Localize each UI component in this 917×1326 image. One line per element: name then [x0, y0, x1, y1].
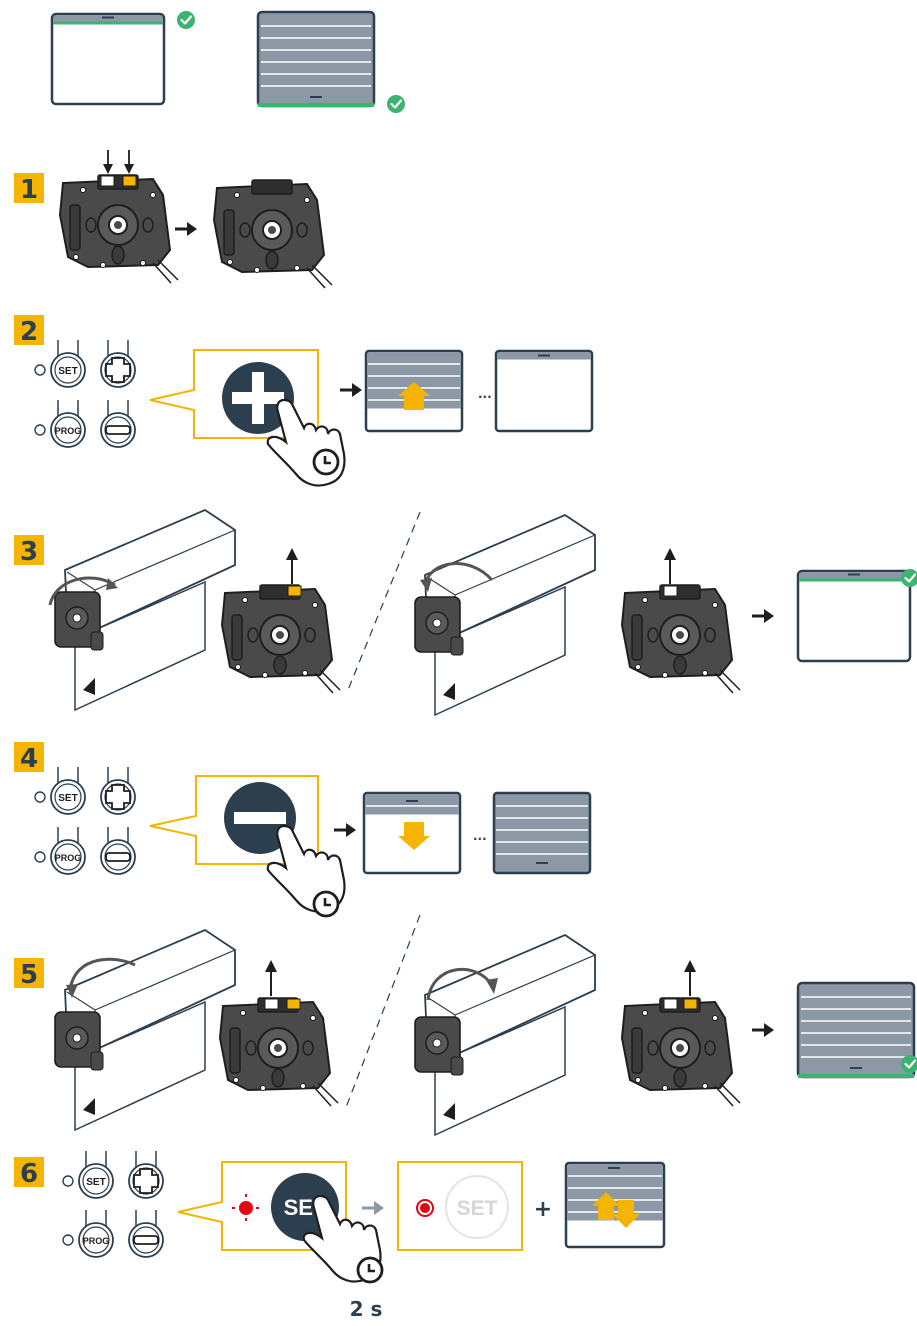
clock-icon [356, 1256, 384, 1284]
check-icon [175, 9, 197, 31]
arrow-right-icon [173, 220, 199, 238]
button-panel: SET PROG [34, 766, 136, 875]
step-number: 1 [20, 175, 38, 205]
step-number: 3 [20, 537, 38, 567]
shutter-jog [564, 1161, 666, 1249]
motor-head [621, 959, 741, 1107]
arrow-right-icon [750, 1021, 776, 1039]
roller-box [414, 934, 596, 1136]
roller-box [414, 514, 596, 716]
step-badge-2: 2 [14, 315, 44, 347]
step-number: 4 [20, 744, 38, 774]
set-label: SET [86, 1177, 105, 1188]
arrow-right-icon [332, 821, 358, 839]
step-number: 5 [20, 960, 38, 990]
ellipsis: ... [478, 387, 492, 401]
open-shutter-frame [796, 569, 912, 663]
step-number: 6 [20, 1159, 38, 1189]
duration-label: 2 s [350, 1297, 383, 1321]
callout-box [149, 775, 346, 918]
set-label: SET [58, 793, 77, 804]
set-label: SET [58, 366, 77, 377]
arrow-down-icon [612, 1200, 640, 1228]
open-shutter-frame [50, 12, 166, 106]
plus-sign: + [534, 1197, 552, 1222]
arrow-right-icon [362, 1201, 384, 1215]
arrow-right-icon [338, 381, 364, 399]
led-blinking-icon [232, 1194, 260, 1222]
shutter-opening [364, 349, 464, 433]
step-number: 2 [20, 317, 38, 347]
callout-box [149, 349, 346, 487]
step-badge-5: 5 [14, 958, 44, 990]
prog-label: PROG [55, 853, 82, 863]
arrow-right-icon [750, 607, 776, 625]
arrow-down-icon [398, 822, 430, 850]
motor-head [219, 959, 339, 1107]
button-panel: SET PROG [62, 1150, 164, 1258]
ellipsis: ... [473, 829, 487, 843]
closed-shutter-frame [256, 10, 376, 108]
minus-icon [234, 812, 286, 824]
confirm-box: SET [397, 1161, 523, 1251]
check-icon [385, 93, 407, 115]
motor-head [213, 179, 333, 289]
motor-head [621, 547, 741, 694]
prog-label: PROG [83, 1236, 110, 1246]
closed-shutter-frame [796, 981, 916, 1079]
clock-icon [312, 448, 340, 476]
plus-icon [232, 372, 284, 424]
clock-icon [312, 890, 340, 918]
step-badge-6: 6 [14, 1157, 44, 1189]
arrow-up-icon [592, 1192, 620, 1220]
shutter-closing [362, 791, 462, 875]
button-panel: SET PROG [34, 339, 136, 448]
prog-label: PROG [55, 426, 82, 436]
step-badge-3: 3 [14, 535, 44, 567]
set-button-label-faded: SET [457, 1197, 498, 1220]
arrow-up-icon [398, 382, 430, 410]
open-shutter-frame [494, 349, 594, 433]
motor-head [221, 547, 341, 694]
roller-box [54, 929, 236, 1131]
closed-shutter-frame [492, 791, 592, 875]
roller-box [48, 509, 236, 711]
step-badge-1: 1 [14, 173, 44, 205]
motor-head [59, 150, 179, 284]
step-badge-4: 4 [14, 742, 44, 774]
callout-box: SET 2 s [177, 1161, 384, 1321]
